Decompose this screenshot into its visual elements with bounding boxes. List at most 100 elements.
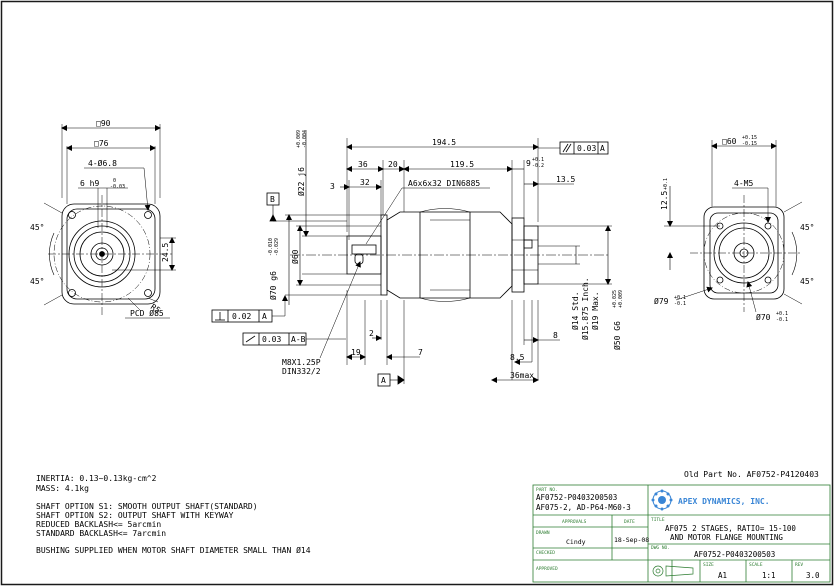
note-line: SHAFT OPTION S1: SMOOTH OUTPUT SHAFT(STA… bbox=[36, 502, 258, 511]
note-line: REDUCED BACKLASH<= 5arcmin bbox=[36, 520, 161, 529]
side-dim-8-5: 8.5 bbox=[510, 353, 525, 362]
side-fcf-runout-ref: A-B bbox=[291, 335, 306, 344]
left-dim-key: 6 h9 bbox=[80, 179, 99, 188]
tb-title-label: TITLE bbox=[651, 517, 665, 523]
note-line: BUSHING SUPPLIED WHEN MOTOR SHAFT DIAMET… bbox=[36, 545, 311, 555]
right-dim-60: □60 bbox=[722, 137, 737, 146]
left-dim-pcd: PCD Ø85 bbox=[130, 308, 164, 318]
left-dim-key-tol-lower: -0.03 bbox=[110, 184, 125, 190]
side-dim-119-5: 119.5 bbox=[450, 160, 474, 169]
side-dim-8: 8 bbox=[553, 331, 558, 340]
right-angle-bottom: 45° bbox=[800, 277, 814, 286]
side-dim-22: Ø22 j6 bbox=[296, 167, 306, 196]
company-name: APEX DYNAMICS, INC. bbox=[678, 497, 770, 506]
note-line: SHAFT OPTION S2: OUTPUT SHAFT WITH KEYWA… bbox=[36, 511, 234, 520]
side-fcf-perp-value: 0.02 bbox=[232, 312, 251, 321]
side-dim-3: 3 bbox=[330, 182, 335, 191]
tb-approvals-label: APPROVALS bbox=[562, 519, 587, 525]
tb-approved-label: APPROVED bbox=[536, 566, 558, 572]
right-dim-60-tol-upper: +0.15 bbox=[742, 135, 757, 141]
side-datum-b: B bbox=[270, 195, 275, 204]
side-dim-50-tol-lower: +0.009 bbox=[618, 290, 624, 308]
tb-date-label: DATE bbox=[624, 519, 635, 525]
side-dim-15: Ø15.875 Inch. bbox=[580, 277, 590, 340]
side-fcf-parallel-ref: A bbox=[600, 144, 605, 153]
left-dim-24-5: 24.5 bbox=[161, 243, 170, 262]
side-fcf-parallel-value: 0.03 bbox=[577, 144, 596, 153]
side-view bbox=[211, 130, 612, 387]
tb-part-no-1: AF0752-P0403200503 bbox=[536, 493, 617, 502]
side-thread-1: M8X1.25P bbox=[282, 358, 321, 367]
notes-block: INERTIA: 0.13~0.13kg-cm^2 MASS: 4.1kg SH… bbox=[36, 474, 311, 555]
tb-scale-label: SCALE bbox=[749, 562, 763, 568]
side-dim-7: 7 bbox=[418, 348, 423, 357]
right-angle-top: 45° bbox=[800, 223, 814, 232]
left-angle-top: 45° bbox=[30, 223, 44, 232]
right-view bbox=[664, 140, 803, 313]
side-dim-9-tol-upper: +0.1 bbox=[532, 157, 544, 163]
right-bolt-hole bbox=[716, 276, 724, 284]
side-dim-50-tol-upper: +0.025 bbox=[612, 290, 618, 308]
tb-size-label: SIZE bbox=[703, 562, 714, 568]
tb-drawn-label: DRAWN bbox=[536, 530, 550, 536]
left-dim-holes: 4-Ø6.8 bbox=[88, 158, 117, 168]
side-dim-70-tol-lower: -0.029 bbox=[274, 238, 280, 256]
side-dim-36: 36 bbox=[358, 160, 368, 169]
side-dim-14: Ø14 Std. bbox=[570, 291, 580, 330]
old-part-number: Old Part No. AF0752-P4120403 bbox=[684, 470, 819, 479]
tb-title-1: AF075 2 STAGES, RATIO= 15-100 bbox=[665, 524, 796, 533]
side-fcf-runout-value: 0.03 bbox=[262, 335, 281, 344]
tb-scale: 1:1 bbox=[762, 571, 776, 580]
side-dim-2: 2 bbox=[369, 329, 374, 338]
note-line: STANDARD BACKLASH<= 7arcmin bbox=[36, 529, 166, 538]
right-dim-79-tol-upper: +0.1 bbox=[674, 295, 686, 301]
side-dim-19: Ø19 Max. bbox=[590, 291, 600, 330]
right-bolt-hole bbox=[764, 276, 772, 284]
right-dim-60-tol-lower: -0.15 bbox=[742, 141, 757, 147]
side-thread-2: DIN332/2 bbox=[282, 367, 321, 376]
tb-checked-label: CHECKED bbox=[536, 550, 555, 556]
right-dim-12-5-tol: +0.1 bbox=[663, 178, 669, 190]
side-view-labels: 194.5 36 20 119.5 9 +0.1 -0.2 3 32 A6x6x… bbox=[232, 130, 624, 385]
right-dim-70-tol-lower: -0.1 bbox=[776, 317, 788, 323]
side-dim-70-tol-upper: -0.010 bbox=[268, 238, 274, 256]
left-bolt-hole bbox=[68, 211, 76, 219]
left-dim-90: □90 bbox=[96, 119, 111, 128]
note-line: MASS: 4.1kg bbox=[36, 484, 89, 493]
tb-dwg-no: AF0752-P0403200503 bbox=[694, 550, 775, 559]
right-dim-holes: 4-M5 bbox=[734, 179, 753, 188]
right-bolt-hole bbox=[764, 222, 772, 230]
side-dim-50: Ø50 G6 bbox=[612, 321, 622, 350]
tb-rev-label: REV bbox=[795, 562, 803, 568]
side-dim-9-tol-lower: -0.2 bbox=[532, 163, 544, 169]
side-key-label: A6x6x32 DIN6885 bbox=[408, 179, 480, 188]
right-dim-70-tol-upper: +0.1 bbox=[776, 311, 788, 317]
tb-drawn-by: Cindy bbox=[566, 538, 586, 546]
tb-rev: 3.0 bbox=[806, 571, 820, 580]
side-dim-total: 194.5 bbox=[432, 138, 456, 147]
tb-part-no-2: AF075-2, AD-P64-M60-3 bbox=[536, 503, 631, 512]
company-logo bbox=[651, 489, 673, 511]
right-dim-70: Ø70 bbox=[756, 312, 771, 322]
side-datum-a: A bbox=[381, 376, 386, 385]
left-view-labels: □90 □76 4-Ø6.8 6 h9 0 -0.03 24.5 R5 PCD … bbox=[30, 119, 170, 318]
side-dim-13-5: 13.5 bbox=[556, 175, 575, 184]
tb-drawn-date: 18-Sep-08 bbox=[614, 536, 649, 544]
left-view bbox=[43, 124, 176, 319]
left-dim-76: □76 bbox=[94, 139, 109, 148]
side-fcf-perp-ref: A bbox=[262, 312, 267, 321]
side-dim-70: Ø70 g6 bbox=[268, 271, 278, 300]
tb-size: A1 bbox=[718, 571, 727, 580]
side-dim-60: Ø60 bbox=[290, 249, 300, 264]
side-dim-22-tol-upper: +0.009 bbox=[296, 130, 302, 148]
left-angle-bottom: 45° bbox=[30, 277, 44, 286]
left-dim-key-tol-upper: 0 bbox=[113, 178, 116, 184]
right-view-labels: □60 +0.15 -0.15 4-M5 12.5 +0.1 Ø79 +0.1 … bbox=[654, 135, 814, 323]
tb-dwg-no-label: DWG NO. bbox=[651, 545, 670, 551]
tb-title-2: AND MOTOR FLANGE MOUNTING bbox=[670, 533, 783, 542]
side-dim-19-len: 19 bbox=[351, 348, 361, 357]
left-bolt-hole bbox=[68, 289, 76, 297]
side-dim-9: 9 bbox=[526, 159, 531, 168]
